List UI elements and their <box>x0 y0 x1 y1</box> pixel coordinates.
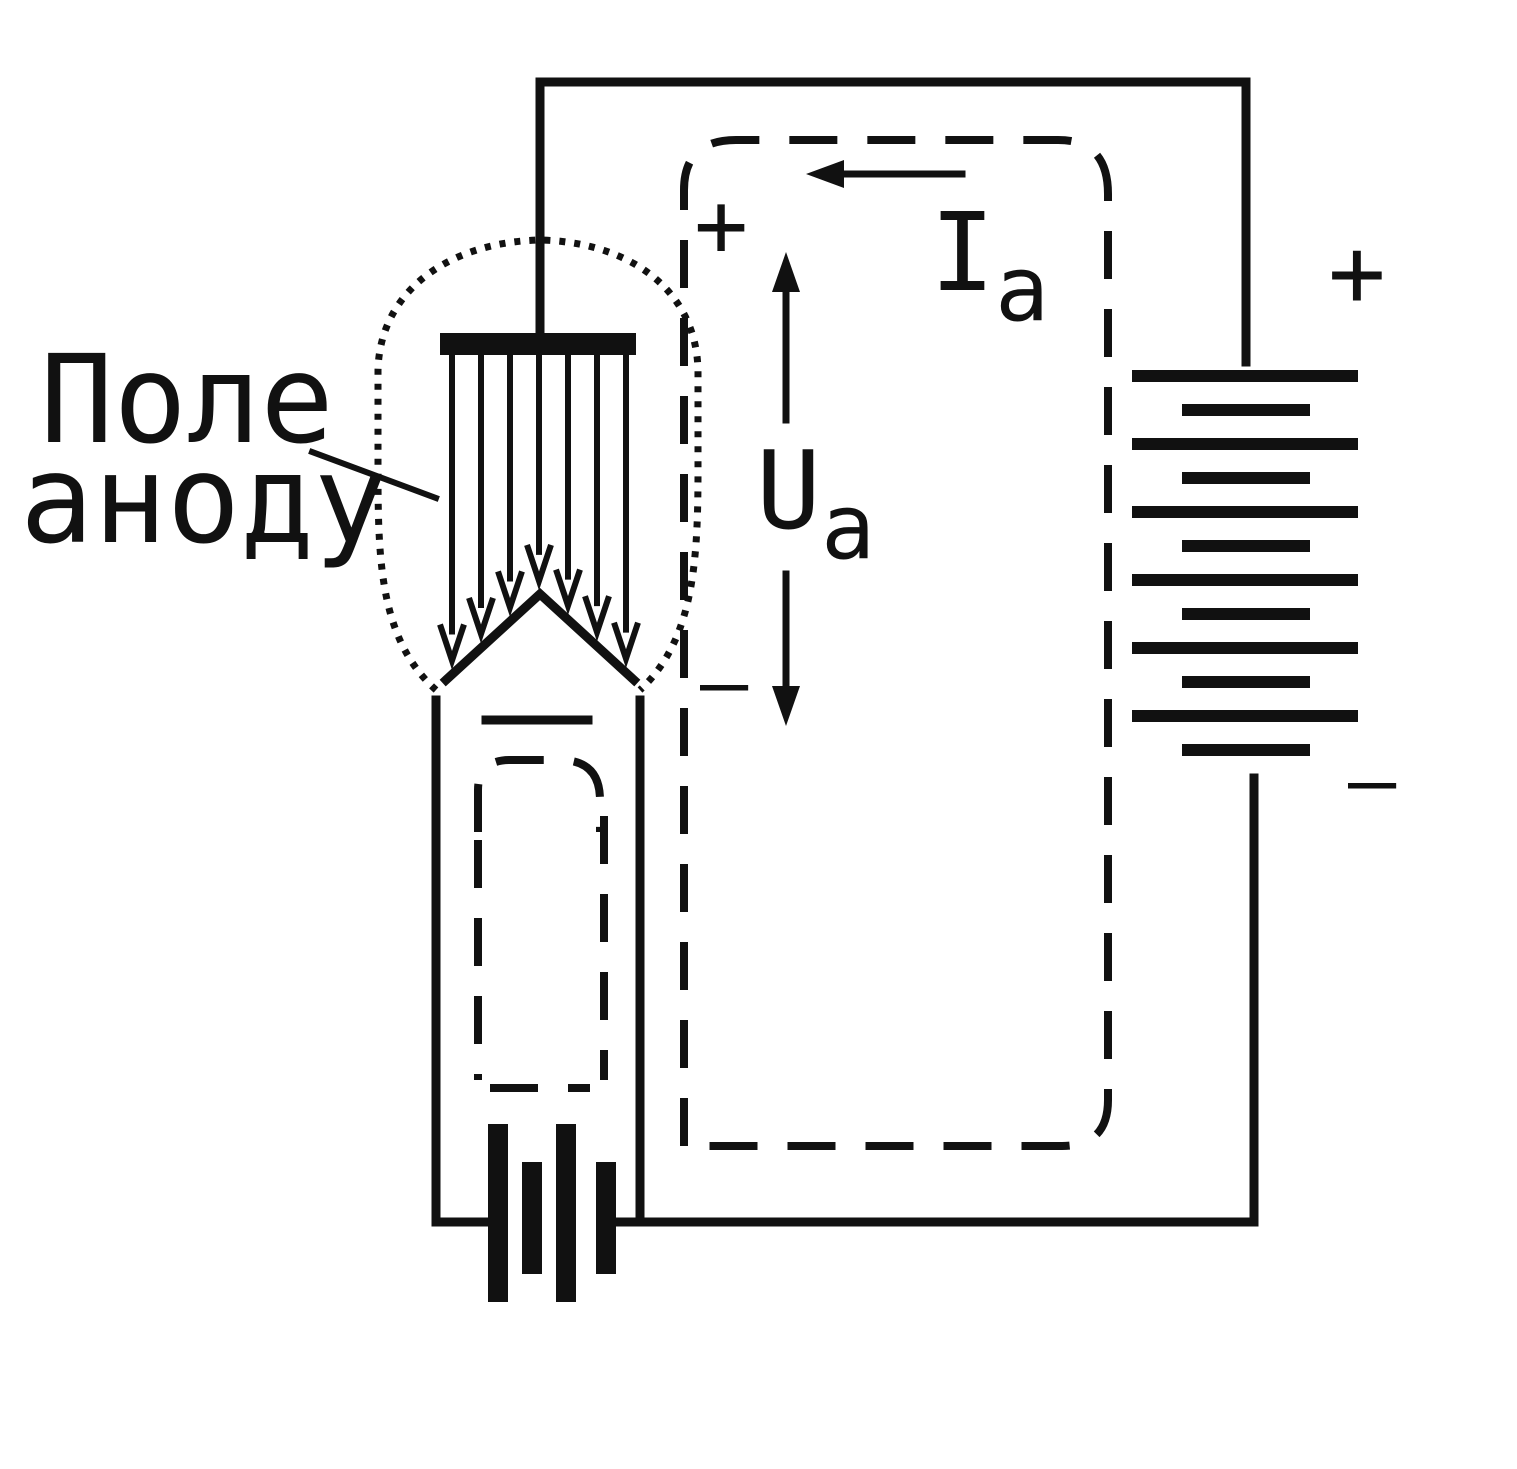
electron-path-tube-top <box>474 756 604 832</box>
battery-long-plate <box>1132 370 1358 382</box>
electron-path-inside-tube <box>474 756 608 1092</box>
field-line-arrowhead <box>611 621 641 669</box>
voltage-plus-sign: + <box>694 173 748 278</box>
anode-wire <box>535 77 1251 367</box>
return-wire <box>635 773 1259 1227</box>
field-label-leader <box>308 448 440 502</box>
field-line-arrowhead <box>524 543 554 591</box>
battery-short-plate <box>1182 540 1310 552</box>
heater-filament <box>488 1124 616 1302</box>
battery-long-plate <box>1132 438 1358 450</box>
current-label: Ia <box>930 191 1049 342</box>
field-line-arrowhead <box>553 568 583 616</box>
battery-long-plate <box>1132 710 1358 722</box>
filament-bar-4 <box>596 1162 616 1274</box>
voltage-subscript: a <box>821 475 875 580</box>
battery-minus-sign: — <box>1348 734 1397 827</box>
battery-long-plate <box>1132 506 1358 518</box>
voltage-symbol: U <box>756 429 821 554</box>
current-arrowhead <box>806 160 844 188</box>
voltage-arrowhead-bottom <box>772 686 800 726</box>
current-subscript: a <box>995 237 1049 342</box>
field-label-line2: аноду <box>20 429 387 571</box>
current-direction-arrow <box>806 160 966 188</box>
battery-long-plate <box>1132 574 1358 586</box>
battery-short-plate <box>1182 472 1310 484</box>
voltage-minus-sign: — <box>700 636 749 729</box>
filament-bar-2 <box>522 1162 542 1274</box>
current-symbol: I <box>930 191 995 316</box>
anode-plate <box>440 333 636 355</box>
cathode <box>439 587 641 687</box>
voltage-arrow <box>772 252 800 726</box>
battery-short-plate <box>1182 404 1310 416</box>
field-line-arrowhead <box>495 570 525 617</box>
voltage-label: Ua <box>756 429 875 580</box>
battery-plus-sign: + <box>1328 217 1386 329</box>
battery-short-plate <box>1182 676 1310 688</box>
circuit-wires <box>431 77 1259 1227</box>
battery-short-plate <box>1182 744 1310 756</box>
field-label-line1: Поле <box>40 329 334 471</box>
anode-field-lines <box>437 355 641 670</box>
filament-bar-3 <box>556 1124 576 1302</box>
field-line-arrowhead <box>466 597 496 644</box>
battery-short-plate <box>1182 608 1310 620</box>
battery-long-plate <box>1132 642 1358 654</box>
voltage-arrowhead-top <box>772 252 800 292</box>
battery <box>1132 370 1358 756</box>
filament-bar-1 <box>488 1124 508 1302</box>
field-line-arrowhead <box>437 623 467 670</box>
field-line-arrowhead <box>582 595 612 642</box>
